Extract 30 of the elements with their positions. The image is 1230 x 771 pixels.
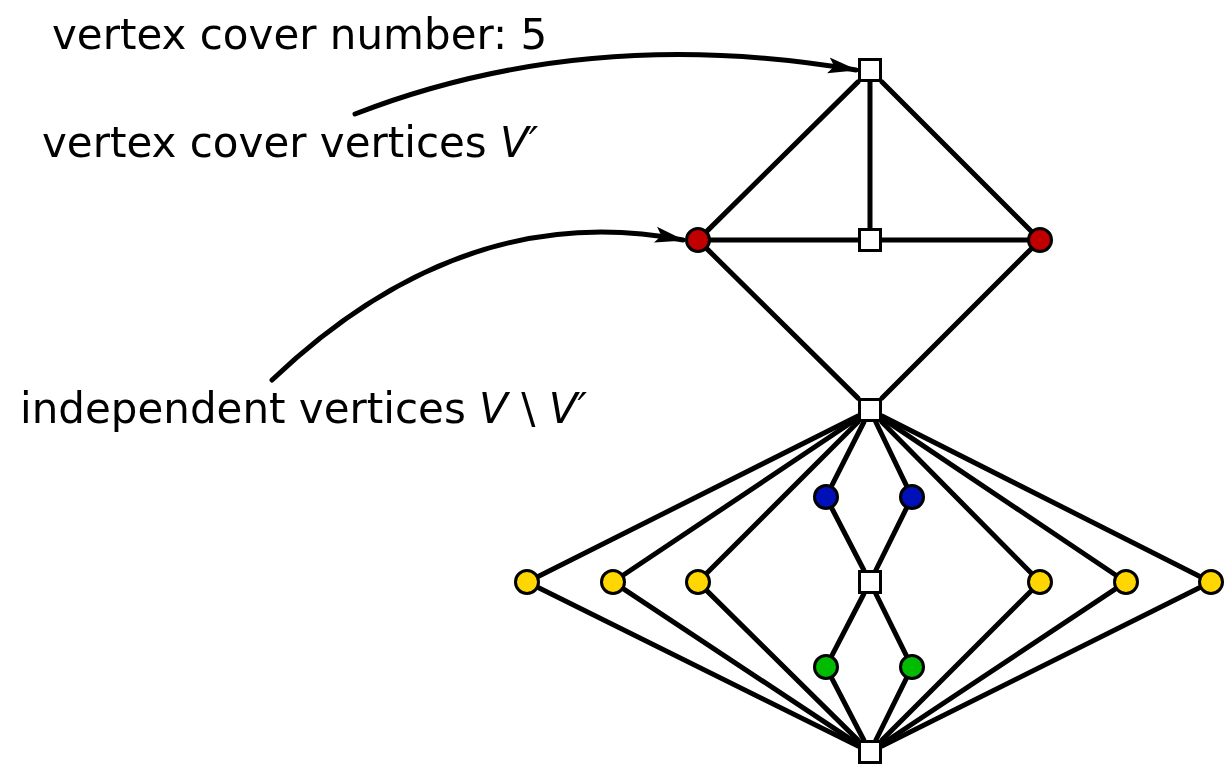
graph-edge [704,588,861,743]
vertex-circle [1198,569,1224,595]
vertex-circle [514,569,540,595]
vertex-circle [1027,569,1053,595]
vertex-square [858,398,882,422]
vertex-circle [685,227,711,253]
vertex-circle [685,569,711,595]
vertex-circle [813,484,839,510]
annotation-text: independent vertices V \ V′ [20,388,587,430]
vertex-square [858,740,882,764]
graph-edge [704,419,861,576]
caption-text: vertex cover number: 5 [52,14,548,56]
arrow [352,52,859,117]
graph-edge [879,79,1034,234]
graph-edge [704,79,861,234]
graph-edge [879,588,1034,743]
arrow [269,227,686,383]
vertex-circle [600,569,626,595]
vertex-circle [899,484,925,510]
graph-edge [879,419,1034,576]
vertex-circle [1027,227,1053,253]
vertex-circle [899,654,925,680]
vertex-square [858,58,882,82]
vertex-circle [813,654,839,680]
annotation-text: vertex cover vertices V′ [42,122,539,164]
vertex-square [858,570,882,594]
vertex-circle [1113,569,1139,595]
vertex-square [858,228,882,252]
graph-edge [879,246,1034,401]
graph-edge [704,246,861,401]
